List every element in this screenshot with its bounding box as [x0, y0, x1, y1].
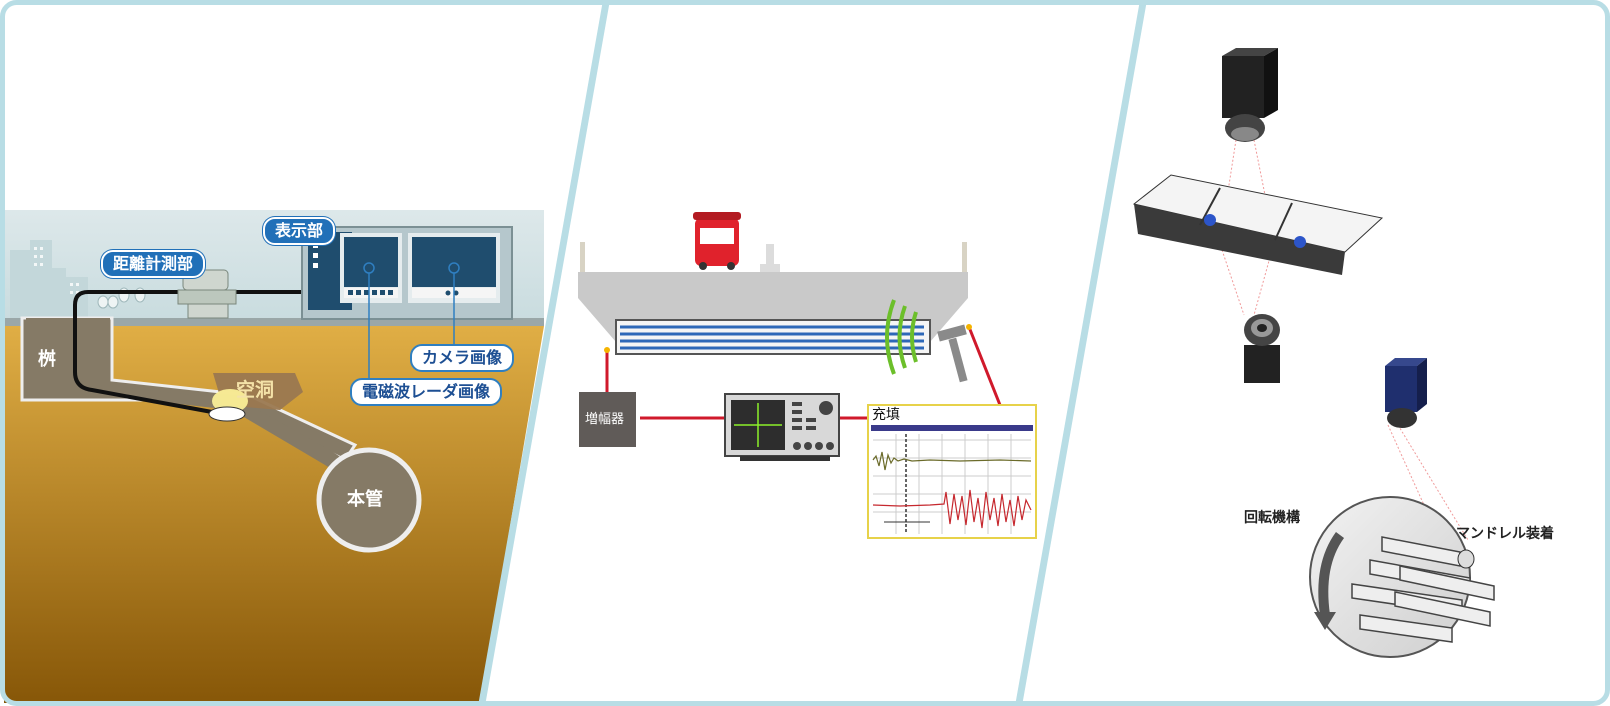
radar-image-label: 電磁波レーダ画像: [350, 378, 503, 406]
side-camera: [1385, 358, 1427, 428]
amplifier-box: [579, 392, 636, 447]
catch-basin-label: 桝: [38, 349, 56, 370]
soil-ground: [4, 326, 544, 703]
sample-tray: [1132, 174, 1384, 275]
radar-waves: [885, 299, 918, 375]
camera-robot: [208, 406, 246, 422]
distance-unit-label: 距離計測部: [101, 250, 206, 278]
mandrel-mount-label: マンドレル装着: [1456, 526, 1554, 542]
main-pipe-label: 本管: [347, 489, 383, 510]
bottom-camera: [1244, 314, 1280, 383]
filled-label: 充填: [872, 407, 900, 423]
bus-icon: [693, 212, 741, 270]
display-unit-label: 表示部: [263, 217, 336, 245]
oscilloscope: [724, 393, 840, 461]
panel-bridge-inspection: [578, 212, 1037, 539]
mandrels: [1351, 536, 1495, 643]
panel-mandrel-inspection: [1132, 48, 1495, 658]
cavity-label: 空洞: [236, 379, 275, 401]
panel-sewer-inspection: [4, 210, 544, 703]
city-buildings: [10, 240, 88, 320]
signal-wiring: [605, 326, 1002, 420]
impact-hammer: [937, 324, 968, 383]
display-station: [301, 226, 513, 320]
display-pointers: [363, 262, 460, 380]
waveform-panel: [867, 404, 1037, 539]
rotation-mechanism-label: 回転機構: [1244, 510, 1300, 526]
rotation-arrow: [1318, 532, 1345, 616]
amplifier-label: 増幅器: [585, 412, 625, 427]
camera-image-label: カメラ画像: [410, 344, 515, 372]
panel-dividers: [478, 0, 1147, 706]
main-pipe: [316, 447, 422, 553]
inspection-cable: [73, 290, 302, 414]
top-camera: [1222, 48, 1278, 142]
